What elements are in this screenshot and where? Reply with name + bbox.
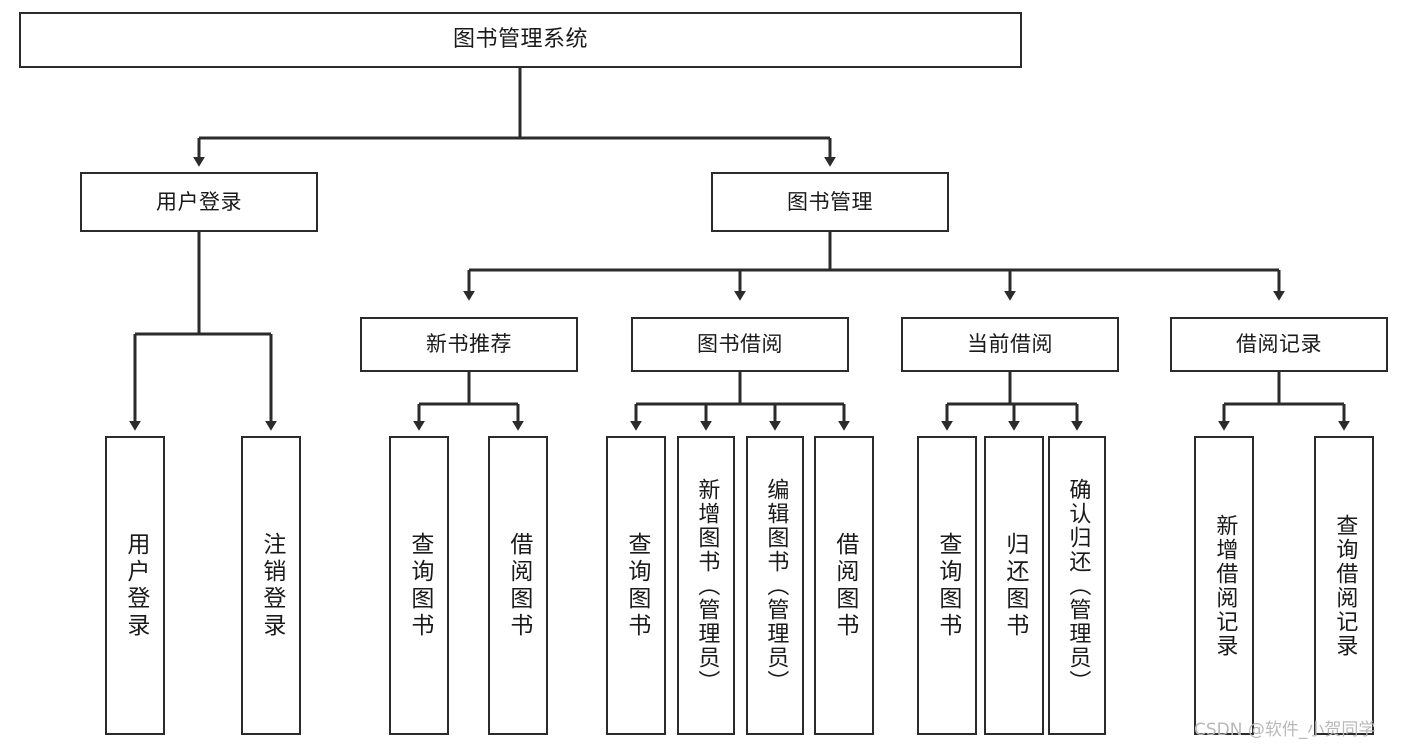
- leaf-user-login-label: 用户登录: [122, 531, 149, 640]
- node-new-book-recommend-label: 新书推荐: [426, 332, 512, 357]
- leaf-query-book-borrow[interactable]: 查询图书: [606, 436, 666, 735]
- leaf-query-book-new[interactable]: 查询图书: [389, 436, 449, 735]
- leaf-add-borrow-record[interactable]: 新增借阅记录: [1194, 436, 1254, 735]
- node-root-system-label: 图书管理系统: [452, 27, 588, 53]
- leaf-query-book-current[interactable]: 查询图书: [917, 436, 977, 735]
- node-current-borrow[interactable]: 当前借阅: [901, 317, 1119, 372]
- leaf-query-borrow-record-label: 查询借阅记录: [1332, 513, 1358, 658]
- node-book-management[interactable]: 图书管理: [711, 172, 949, 232]
- leaf-query-book-current-label: 查询图书: [934, 531, 961, 640]
- leaf-borrow-book[interactable]: 借阅图书: [814, 436, 874, 735]
- leaf-borrow-book-new[interactable]: 借阅图书: [488, 436, 548, 735]
- leaf-add-book-admin-label: 新增图书（管理员）: [694, 477, 720, 694]
- node-book-borrow[interactable]: 图书借阅: [631, 317, 849, 372]
- leaf-add-book-admin[interactable]: 新增图书（管理员）: [677, 436, 735, 735]
- csdn-watermark: CSDN @软件_小贺同学: [1194, 720, 1376, 740]
- node-borrow-record-label: 借阅记录: [1236, 332, 1322, 357]
- leaf-return-book[interactable]: 归还图书: [984, 436, 1044, 735]
- leaf-return-book-label: 归还图书: [1001, 531, 1028, 640]
- node-current-borrow-label: 当前借阅: [967, 332, 1053, 357]
- node-book-borrow-label: 图书借阅: [697, 332, 783, 357]
- leaf-borrow-book-label: 借阅图书: [831, 531, 858, 640]
- leaf-query-borrow-record[interactable]: 查询借阅记录: [1314, 436, 1374, 735]
- leaf-query-book-borrow-label: 查询图书: [623, 531, 650, 640]
- leaf-borrow-book-new-label: 借阅图书: [505, 531, 532, 640]
- node-root-system[interactable]: 图书管理系统: [19, 12, 1022, 68]
- leaf-logout-label: 注销登录: [258, 531, 285, 640]
- leaf-confirm-return-admin[interactable]: 确认归还（管理员）: [1048, 436, 1106, 735]
- node-new-book-recommend[interactable]: 新书推荐: [360, 317, 578, 372]
- node-borrow-record[interactable]: 借阅记录: [1170, 317, 1388, 372]
- leaf-edit-book-admin-label: 编辑图书（管理员）: [763, 477, 789, 694]
- node-user-login[interactable]: 用户登录: [80, 172, 318, 232]
- leaf-add-borrow-record-label: 新增借阅记录: [1212, 513, 1238, 658]
- leaf-query-book-new-label: 查询图书: [406, 531, 433, 640]
- leaf-confirm-return-admin-label: 确认归还（管理员）: [1065, 477, 1091, 694]
- leaf-user-login[interactable]: 用户登录: [105, 436, 165, 735]
- node-book-management-label: 图书管理: [787, 189, 873, 214]
- node-user-login-label: 用户登录: [156, 189, 242, 214]
- leaf-logout[interactable]: 注销登录: [241, 436, 301, 735]
- leaf-edit-book-admin[interactable]: 编辑图书（管理员）: [746, 436, 804, 735]
